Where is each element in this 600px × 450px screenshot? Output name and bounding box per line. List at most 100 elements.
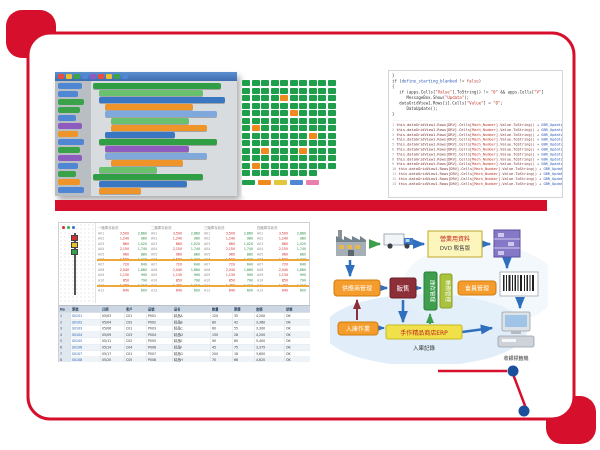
table-cell: C01: [125, 350, 147, 358]
grid-cell: [327, 162, 336, 169]
grid-cell: [270, 80, 279, 86]
tower-light-yellow: [71, 242, 78, 248]
flowchart-screenshot: 營業用資料 DVD 販售版 供應商管理 販售 庫存管理 帳務管理: [323, 226, 558, 366]
table-cell: S0106: [71, 344, 101, 351]
table-cell: P003: [147, 325, 173, 332]
column-header: 品名: [173, 306, 211, 313]
code-line: }: [392, 112, 395, 117]
table-cell: 2: [59, 319, 71, 326]
table-cell: P008: [147, 357, 173, 362]
grid-cell: [327, 125, 336, 131]
table-cell: 精品G: [173, 350, 211, 358]
table-cell: OK: [285, 313, 310, 320]
code-line: if (apps.Cells["Value"].ToString() != "0…: [392, 90, 544, 95]
grid-cell: [308, 117, 317, 124]
table-cell: 3,600: [255, 350, 285, 358]
log-line: 9 this.dataGridView1.Rows[DRV].Cells[Mac…: [392, 161, 562, 167]
legend-chip: [242, 180, 255, 185]
grid-cell: [242, 117, 250, 124]
palette-block: [58, 107, 80, 113]
grid-row: [242, 95, 344, 101]
table-cell: 5,400: [255, 338, 285, 345]
grid-cell: [261, 95, 269, 101]
grid-cell: [308, 162, 317, 169]
grid-cell: [242, 125, 250, 131]
grid-cell: [299, 170, 307, 176]
note-line-2: DVD 販售版: [440, 244, 471, 252]
table-cell: 70: [211, 357, 233, 362]
grid-cell: [261, 117, 269, 124]
grid-cell: [327, 110, 336, 116]
code-block: [105, 146, 189, 152]
arrow-erp-pos: [461, 324, 494, 335]
log-line: 13 this.dataGridView1.Rows[DRV].Cells[Ma…: [392, 181, 562, 186]
grid-cell: [261, 110, 269, 116]
log-line: 8 this.dataGridView1.Rows[DRV].Cells[Mac…: [392, 156, 562, 162]
palette-block: [58, 131, 78, 137]
code-lines: }if (define_starting_blanked != false){ …: [392, 73, 562, 117]
code-block: [111, 118, 189, 124]
table-cell: C02: [125, 319, 147, 326]
grid-cell: [308, 155, 317, 161]
block-editor-screenshot: [55, 72, 237, 196]
grid-cell: [251, 80, 260, 86]
column-header: 金額: [255, 306, 285, 313]
block-editor-toolbar: [55, 72, 237, 81]
grid-cell: [242, 80, 250, 86]
grid-cell: [289, 80, 298, 86]
table-cell: C04: [125, 344, 147, 351]
table-cell: S0107: [71, 350, 101, 358]
red-divider-bar: [55, 200, 547, 211]
note-line-1: 營業用資料: [440, 235, 470, 243]
code-block: [99, 139, 217, 145]
grid-cell: [299, 110, 307, 116]
code-block: [111, 125, 207, 131]
grid-cell: [251, 125, 260, 131]
grid-cell: [261, 155, 269, 161]
table-cell: 3,375: [255, 344, 285, 351]
member-box-label: 會員管理: [465, 285, 489, 293]
grid-cell: [299, 147, 307, 154]
grid-cell: [299, 117, 307, 124]
legend-chip: [258, 180, 271, 185]
sales-box: 販售: [389, 277, 417, 299]
palette-block: [58, 91, 78, 97]
grid-cell: [289, 147, 298, 154]
grid-cell: [308, 125, 317, 131]
barcode-icon: [499, 271, 539, 297]
table-cell: C01: [125, 325, 147, 332]
table-cell: 5: [59, 338, 71, 345]
stock-group-header: 一廠庫存狀況: [98, 226, 119, 230]
note-box: 營業用資料 DVD 販售版: [427, 230, 483, 258]
grid-cell: [270, 87, 279, 94]
table-cell: 4,620: [255, 357, 285, 362]
grid-cell: [299, 162, 307, 169]
code-block: [105, 111, 217, 117]
block-palette: [55, 81, 91, 196]
grid-cell: [318, 147, 326, 154]
grid-cell: [318, 117, 326, 124]
grid-cell: [280, 95, 288, 101]
legend-chip: [306, 180, 319, 185]
table-cell: 精品F: [173, 344, 211, 351]
palette-block: [58, 171, 76, 177]
grid-cell: [280, 147, 288, 154]
table-cell: 45: [211, 344, 233, 351]
grid-cell: [327, 140, 336, 146]
stock-group-header: 四廠庫存狀況: [257, 226, 278, 230]
code-line: if (define_starting_blanked != false): [392, 79, 482, 84]
grid-cell: [308, 80, 317, 86]
grid-cell: [280, 125, 288, 131]
